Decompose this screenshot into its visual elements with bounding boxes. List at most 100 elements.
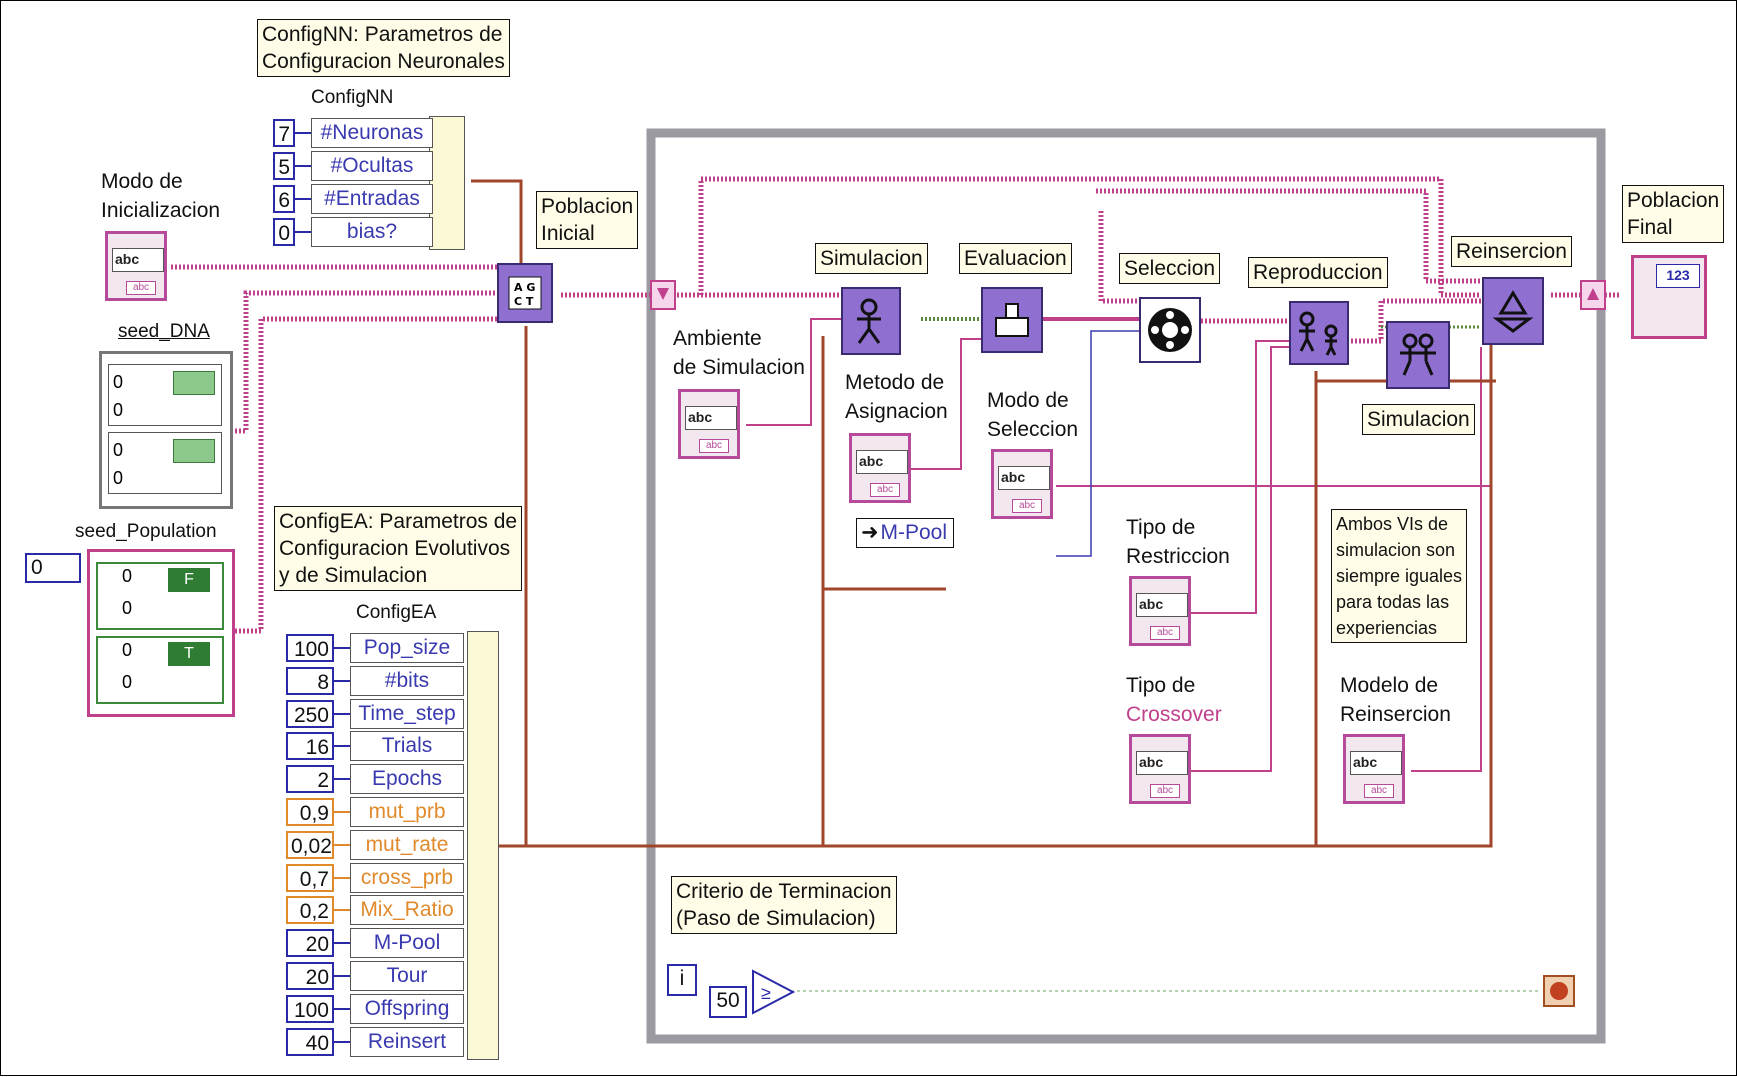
population-wires <box>171 176 1621 634</box>
while-loop-frame[interactable] <box>646 128 1606 1044</box>
confignn-value[interactable]: 5 <box>273 152 295 180</box>
configea-value[interactable]: 0,02 <box>286 830 334 859</box>
config-wires <box>471 179 1496 848</box>
confignn-bundler[interactable] <box>429 116 465 250</box>
configea-field: mut_rate <box>350 829 464 860</box>
configea-value[interactable]: 16 <box>286 732 334 761</box>
seed-dna-array[interactable]: 0 0 0 0 <box>99 351 233 509</box>
shift-register-left[interactable] <box>650 280 676 310</box>
configea-value[interactable]: 100 <box>286 634 334 662</box>
configea-row: 20 M-Pool <box>286 928 464 959</box>
seleccion-label: Seleccion <box>1119 253 1221 284</box>
configea-row: 16 Trials <box>286 731 464 762</box>
loop-limit-constant[interactable]: 50 <box>709 986 747 1018</box>
simulacion-2-label: Simulacion <box>1362 404 1475 435</box>
configea-value[interactable]: 100 <box>286 994 334 1023</box>
enum-wires <box>746 318 1491 772</box>
configea-bundler[interactable] <box>467 631 499 1060</box>
configea-field: M-Pool <box>350 928 464 959</box>
configea-value[interactable]: 40 <box>286 1027 334 1056</box>
reproduccion-subvi[interactable] <box>1289 301 1349 365</box>
configea-field: mut_prb <box>350 797 464 827</box>
confignn-value[interactable]: 7 <box>273 119 295 147</box>
configea-value[interactable]: 20 <box>286 929 334 958</box>
person-icon <box>857 298 881 344</box>
stop-terminal[interactable] <box>1543 975 1575 1007</box>
ambiente-label: Ambiente de Simulacion <box>673 327 805 379</box>
confignn-row: 5 #Ocultas <box>273 151 433 181</box>
configea-field: Time_step <box>350 698 464 729</box>
poblacion-final-indicator[interactable]: 123 <box>1631 255 1707 339</box>
configea-field: Pop_size <box>350 633 464 663</box>
confignn-field: #Ocultas <box>311 151 433 181</box>
seed-population-index[interactable]: 0 <box>25 553 81 583</box>
svg-text:≥: ≥ <box>761 983 771 1003</box>
configea-value[interactable]: 20 <box>286 962 334 990</box>
greater-equal-node[interactable]: ≥ <box>752 969 796 1015</box>
configea-field: Reinsert <box>350 1026 464 1057</box>
confignn-row: 6 #Entradas <box>273 184 433 214</box>
svg-text:A G: A G <box>514 281 535 294</box>
reinsercion-subvi[interactable] <box>1482 277 1544 345</box>
configea-value[interactable]: 2 <box>286 765 334 794</box>
evaluacion-subvi[interactable] <box>981 287 1043 353</box>
configea-comment: ConfigEA: Parametros de Configuracion Ev… <box>274 506 523 591</box>
configea-row: 20 Tour <box>286 961 464 991</box>
ambos-comment: Ambos VIs de simulacion son siempre igua… <box>1331 509 1468 643</box>
roulette-icon <box>1148 308 1192 352</box>
configea-value[interactable]: 0,7 <box>286 863 334 892</box>
confignn-field: bias? <box>311 217 433 247</box>
configea-row: 100 Pop_size <box>286 633 464 663</box>
simulacion-2-subvi[interactable] <box>1386 321 1450 389</box>
configea-field: Mix_Ratio <box>350 895 464 926</box>
poblacion-final-label: Poblacion Final <box>1622 185 1725 243</box>
confignn-value[interactable]: 0 <box>273 218 295 246</box>
confignn-field: #Entradas <box>311 184 433 214</box>
seed-population-array[interactable]: 0 0 F 0 0 T <box>87 549 235 717</box>
configea-row: 0,2 Mix_Ratio <box>286 895 464 926</box>
mpool-unbundle[interactable]: ➜M-Pool <box>856 518 954 548</box>
configea-field: Trials <box>350 731 464 762</box>
evaluacion-label: Evaluacion <box>959 243 1072 274</box>
seed-dna-label: seed_DNA <box>118 321 210 342</box>
iteration-terminal[interactable]: i <box>667 964 697 996</box>
configea-value[interactable]: 8 <box>286 666 334 695</box>
modo-seleccion-label: Modo de Seleccion <box>987 389 1079 441</box>
modo-inicializacion-label: Modo de Inicializacion <box>101 170 221 222</box>
metodo-asignacion-label: Metodo de Asignacion <box>845 371 948 423</box>
configea-field: Tour <box>350 961 464 991</box>
configea-field: #bits <box>350 665 464 696</box>
configea-field: Epochs <box>350 764 464 795</box>
configea-row: 0,02 mut_rate <box>286 829 464 860</box>
confignn-value[interactable]: 6 <box>273 185 295 213</box>
configea-value[interactable]: 0,2 <box>286 896 334 925</box>
svg-text:C T: C T <box>514 295 534 308</box>
simulacion-subvi[interactable] <box>841 287 901 355</box>
reproduccion-label: Reproduccion <box>1248 257 1388 288</box>
arrow-right-icon: ➜ <box>861 521 879 544</box>
configea-row: 250 Time_step <box>286 698 464 729</box>
criterio-comment: Criterio de Terminacion (Paso de Simulac… <box>671 876 897 934</box>
seleccion-subvi[interactable] <box>1139 297 1201 363</box>
simulacion-label: Simulacion <box>815 243 928 274</box>
poblacion-inicial-label: Poblacion Inicial <box>536 191 639 249</box>
bool-true[interactable]: T <box>168 642 210 666</box>
configea-value[interactable]: 0,9 <box>286 798 334 826</box>
configea-value[interactable]: 250 <box>286 699 334 728</box>
shift-register-right[interactable] <box>1580 280 1606 310</box>
scale-icon <box>995 303 1029 337</box>
confignn-row: 7#Neuronas <box>273 118 433 148</box>
bool-false[interactable]: F <box>168 568 210 592</box>
